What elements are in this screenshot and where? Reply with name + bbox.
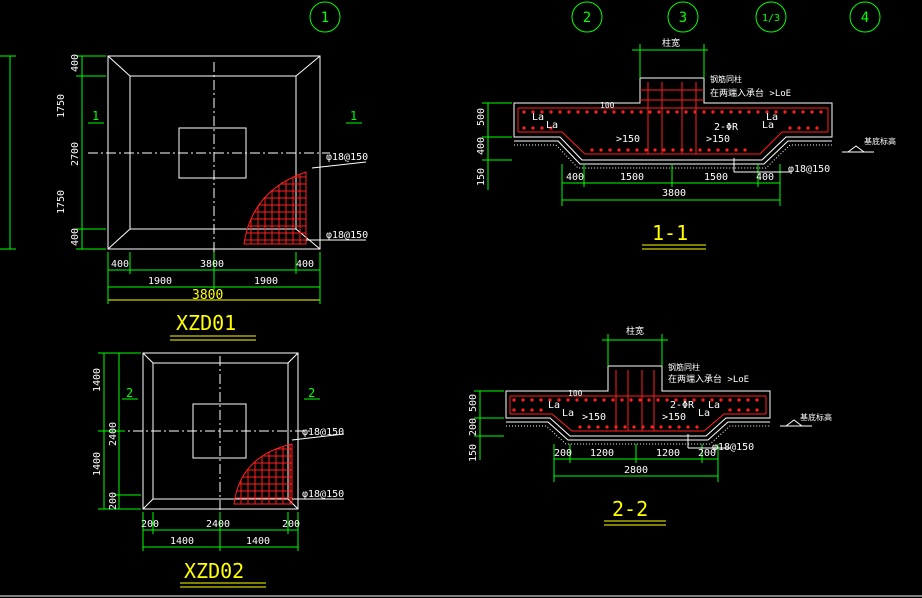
svg-text:1200: 1200 bbox=[590, 448, 614, 459]
svg-text:2-2: 2-2 bbox=[612, 497, 648, 521]
svg-text:2: 2 bbox=[583, 10, 591, 26]
svg-text:>150: >150 bbox=[582, 412, 606, 423]
svg-text:φ18@150: φ18@150 bbox=[302, 427, 344, 438]
grid-bubble-1-3[interactable]: 1/3 bbox=[755, 1, 787, 33]
svg-text:150: 150 bbox=[476, 168, 487, 186]
svg-text:φ18@150: φ18@150 bbox=[326, 152, 368, 163]
svg-text:200: 200 bbox=[554, 448, 572, 459]
svg-text:φ18@150: φ18@150 bbox=[326, 230, 368, 241]
xzd02-plan[interactable]: 2 2 φ18@150 φ18@150 bbox=[115, 352, 344, 518]
xzd01-left-dimensions: 400 1750 2700 1750 400 bbox=[0, 54, 106, 250]
svg-text:1: 1 bbox=[350, 109, 357, 123]
svg-text:XZD01: XZD01 bbox=[176, 311, 236, 335]
svg-text:La: La bbox=[548, 400, 560, 411]
svg-text:1500: 1500 bbox=[704, 172, 728, 183]
svg-text:100: 100 bbox=[568, 389, 583, 398]
section-2-2-title: 2-2 bbox=[604, 497, 666, 526]
xzd01-bottom-dimensions: 400 3800 400 1900 1900 3800 bbox=[107, 252, 321, 304]
svg-text:1400: 1400 bbox=[92, 368, 103, 392]
svg-text:200: 200 bbox=[108, 492, 119, 510]
svg-text:φ18@150: φ18@150 bbox=[788, 164, 830, 175]
svg-text:在两端入承台 >LoE: 在两端入承台 >LoE bbox=[668, 373, 749, 385]
svg-text:150: 150 bbox=[468, 444, 479, 462]
svg-text:2400: 2400 bbox=[108, 422, 119, 446]
svg-text:3800: 3800 bbox=[200, 259, 224, 270]
svg-text:1900: 1900 bbox=[148, 276, 172, 287]
svg-text:1-1: 1-1 bbox=[652, 221, 688, 245]
svg-text:基底标高: 基底标高 bbox=[800, 412, 832, 422]
svg-text:2400: 2400 bbox=[206, 519, 230, 530]
xzd02-bottom-dimensions: 200 2400 200 1400 1400 bbox=[141, 512, 300, 551]
svg-text:200: 200 bbox=[698, 448, 716, 459]
svg-text:1750: 1750 bbox=[56, 94, 67, 118]
grid-bubble-3[interactable]: 3 bbox=[667, 1, 699, 33]
xzd01-plan[interactable]: 1 1 φ18@150 φ18@150 bbox=[88, 55, 368, 258]
svg-text:2: 2 bbox=[308, 386, 315, 400]
grid-bubble-1[interactable]: 1 bbox=[309, 1, 341, 33]
svg-text:400: 400 bbox=[111, 259, 129, 270]
svg-text:La: La bbox=[708, 400, 720, 411]
xzd01-title: XZD01 bbox=[170, 311, 256, 341]
svg-text:1/3: 1/3 bbox=[762, 13, 780, 24]
svg-text:1: 1 bbox=[92, 109, 99, 123]
svg-text:La: La bbox=[562, 408, 574, 419]
section-1-1[interactable]: 柱宽 钢筋同柱 在两端入承台 >LoE La La La La 2-ΦR >15… bbox=[476, 37, 896, 206]
svg-text:La: La bbox=[766, 112, 778, 123]
svg-text:1400: 1400 bbox=[170, 536, 194, 547]
svg-text:XZD02: XZD02 bbox=[184, 559, 244, 583]
svg-text:400: 400 bbox=[70, 228, 81, 246]
svg-text:柱宽: 柱宽 bbox=[626, 325, 644, 337]
svg-text:500: 500 bbox=[476, 108, 487, 126]
svg-text:>150: >150 bbox=[662, 412, 686, 423]
svg-text:1200: 1200 bbox=[656, 448, 680, 459]
svg-text:100: 100 bbox=[600, 101, 615, 110]
svg-text:2700: 2700 bbox=[70, 142, 81, 166]
svg-text:>150: >150 bbox=[616, 134, 640, 145]
svg-text:基底标高: 基底标高 bbox=[864, 136, 896, 146]
svg-text:2-ΦR: 2-ΦR bbox=[714, 122, 739, 133]
svg-text:1: 1 bbox=[321, 10, 329, 26]
svg-text:4: 4 bbox=[861, 10, 869, 26]
svg-text:3800: 3800 bbox=[662, 188, 686, 199]
grid-bubble-2[interactable]: 2 bbox=[571, 1, 603, 33]
svg-text:200: 200 bbox=[141, 519, 159, 530]
svg-text:>150: >150 bbox=[706, 134, 730, 145]
svg-text:1400: 1400 bbox=[92, 452, 103, 476]
svg-text:φ18@150: φ18@150 bbox=[712, 442, 754, 453]
svg-text:1750: 1750 bbox=[56, 190, 67, 214]
svg-text:400: 400 bbox=[70, 54, 81, 72]
xzd02-left-dimensions: 1400 2400 1400 200 bbox=[92, 352, 141, 510]
svg-text:400: 400 bbox=[566, 172, 584, 183]
svg-text:φ18@150: φ18@150 bbox=[302, 489, 344, 500]
svg-text:钢筋同柱: 钢筋同柱 bbox=[710, 74, 742, 84]
svg-text:3: 3 bbox=[679, 10, 687, 26]
xzd02-title: XZD02 bbox=[180, 559, 266, 588]
svg-text:400: 400 bbox=[296, 259, 314, 270]
svg-text:2: 2 bbox=[126, 386, 133, 400]
grid-bubble-4[interactable]: 4 bbox=[849, 1, 881, 33]
section-1-1-title: 1-1 bbox=[642, 221, 706, 250]
svg-text:La: La bbox=[698, 408, 710, 419]
svg-text:500: 500 bbox=[468, 394, 479, 412]
svg-text:400: 400 bbox=[476, 137, 487, 155]
svg-text:La: La bbox=[546, 120, 558, 131]
svg-text:在两端入承台 >LoE: 在两端入承台 >LoE bbox=[710, 87, 791, 99]
svg-text:200: 200 bbox=[282, 519, 300, 530]
section-2-2[interactable]: 柱宽 钢筋同柱 在两端入承台 >LoE La La La La 2-ΦR >15… bbox=[468, 325, 832, 482]
svg-text:3800: 3800 bbox=[192, 288, 223, 303]
svg-text:200: 200 bbox=[468, 418, 479, 436]
svg-text:2800: 2800 bbox=[624, 465, 648, 476]
svg-text:钢筋同柱: 钢筋同柱 bbox=[668, 362, 700, 372]
svg-text:柱宽: 柱宽 bbox=[662, 37, 680, 49]
svg-text:1900: 1900 bbox=[254, 276, 278, 287]
svg-text:1500: 1500 bbox=[620, 172, 644, 183]
svg-text:400: 400 bbox=[756, 172, 774, 183]
svg-text:La: La bbox=[532, 112, 544, 123]
svg-text:La: La bbox=[762, 120, 774, 131]
svg-text:2-ΦR: 2-ΦR bbox=[670, 400, 695, 411]
svg-text:1400: 1400 bbox=[246, 536, 270, 547]
